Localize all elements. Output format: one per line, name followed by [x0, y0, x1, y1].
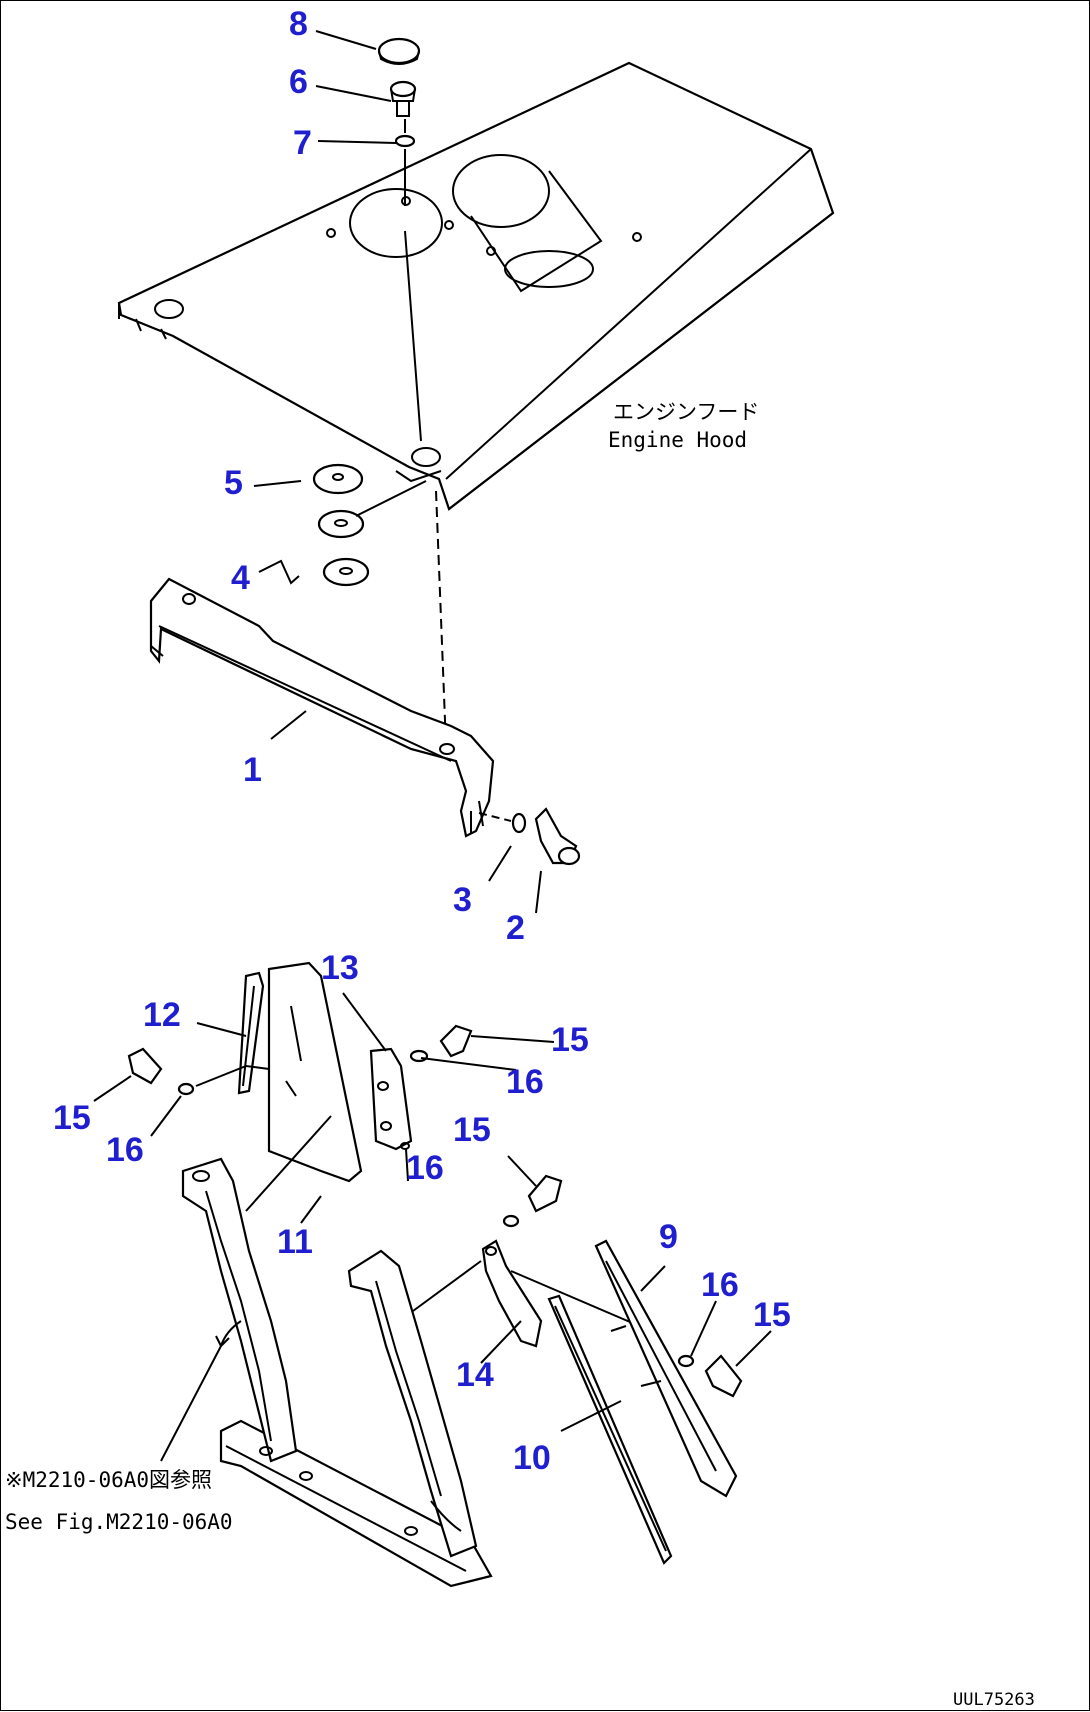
label-6: 6	[289, 63, 308, 101]
reference-note-en: See Fig.M2210-06A0	[5, 1510, 233, 1534]
bolt-15-right	[677, 1354, 743, 1398]
part-number-labels: 8 6 7 5 4 1 3 2 13 12 15 16 15 16 15 16 …	[53, 5, 791, 1477]
label-15c: 15	[453, 1111, 491, 1149]
bracket-13	[369, 1047, 413, 1151]
label-1: 1	[243, 751, 262, 789]
washer-3	[511, 812, 527, 834]
label-13: 13	[321, 949, 359, 987]
label-11: 11	[277, 1223, 313, 1261]
label-9: 9	[659, 1218, 678, 1256]
label-16b: 16	[106, 1131, 144, 1169]
engine-hood-label-jp: エンジンフード	[613, 400, 759, 424]
reference-note-jp: ※M2210-06A0図参照	[5, 1468, 212, 1492]
label-15d: 15	[753, 1296, 791, 1334]
strip-10	[547, 1294, 673, 1565]
label-14: 14	[456, 1356, 494, 1394]
bracket-1	[149, 577, 495, 838]
bolt-2	[534, 807, 581, 866]
label-16a: 16	[506, 1063, 544, 1101]
cap-8	[377, 37, 421, 65]
washer-7	[394, 134, 416, 148]
bolt-15-middle	[502, 1174, 563, 1228]
washer-5	[312, 463, 364, 495]
strip-12	[237, 971, 265, 1095]
label-4: 4	[231, 559, 250, 597]
label-2: 2	[506, 909, 525, 947]
plate-11	[267, 961, 363, 1183]
label-12: 12	[143, 996, 181, 1034]
bolt-15-upper-left	[127, 1047, 195, 1096]
strip-9	[594, 1239, 738, 1498]
washer-4a	[317, 509, 365, 539]
drawing-code: UUL75263	[953, 1690, 1035, 1710]
engine-hood-label-en: Engine Hood	[608, 428, 747, 452]
washer-4b	[322, 557, 370, 587]
label-15b: 15	[53, 1099, 91, 1137]
label-10: 10	[513, 1439, 551, 1477]
bolt-6	[389, 80, 417, 117]
lower-frame	[181, 1157, 493, 1588]
label-8: 8	[289, 5, 308, 43]
bracket-14	[481, 1239, 543, 1348]
label-16c: 16	[406, 1149, 444, 1187]
label-7: 7	[293, 124, 312, 162]
label-16d: 16	[701, 1266, 739, 1304]
engine-hood	[117, 61, 835, 511]
label-5: 5	[224, 464, 243, 502]
leader-lines	[93, 30, 772, 1432]
label-15a: 15	[551, 1021, 589, 1059]
label-3: 3	[453, 881, 472, 919]
bolt-15-upper-right	[409, 1024, 473, 1063]
